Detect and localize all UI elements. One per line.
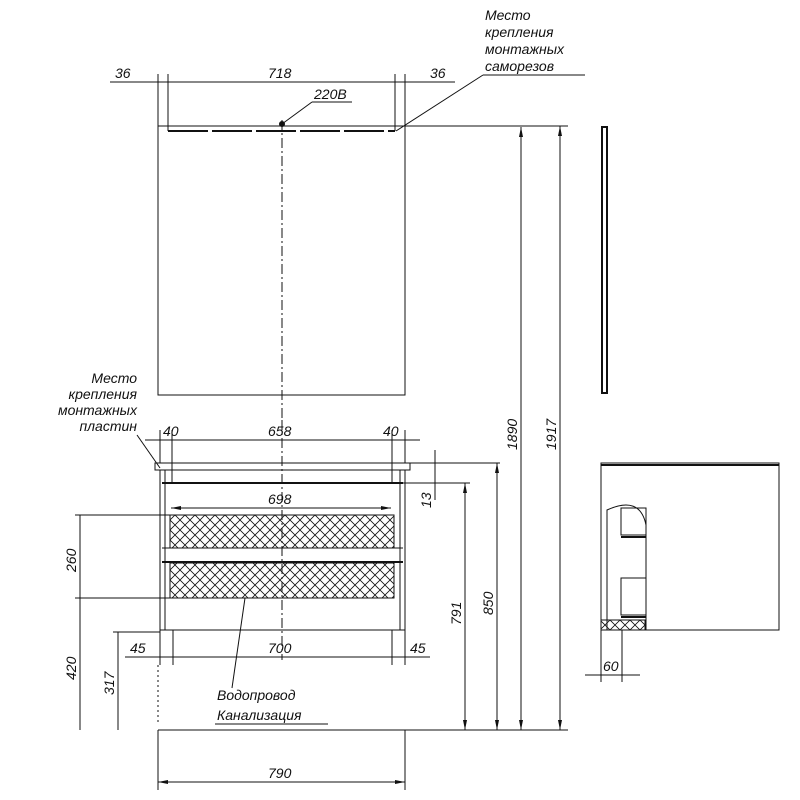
dimension-label: 700 (268, 640, 292, 656)
dimension-label: монтажных (58, 402, 138, 418)
dimension-label: 13 (418, 492, 434, 508)
dimension-label: Место (485, 7, 531, 23)
dimension-label: 698 (268, 491, 292, 507)
dimension-label: 317 (101, 670, 117, 695)
dimension-label: 1890 (504, 419, 520, 450)
dimension-label: 40 (383, 423, 399, 439)
height-dims: 1890 1917 791 850 13 (158, 125, 568, 731)
dimension-label: 658 (268, 423, 292, 439)
mirror-front: 220В (157, 86, 406, 420)
dimension-label: 1917 (543, 418, 559, 450)
plumbing-note: Водопровод Канализация (215, 597, 328, 725)
dimension-label: 791 (448, 602, 464, 625)
dimension-label: 45 (130, 640, 146, 656)
dimension-label: 45 (410, 640, 426, 656)
dimension-label: 260 (63, 548, 79, 573)
plate-dims: 40 658 40 698 (145, 423, 420, 510)
dimension-label: 60 (603, 658, 619, 674)
dimension-label: 790 (268, 765, 292, 781)
dimension-label: крепления (68, 386, 137, 402)
dimension-label: 850 (480, 591, 496, 615)
cabinet-front (154, 420, 411, 660)
left-dims: 260 420 317 45 700 45 (63, 514, 430, 730)
dimension-label: 36 (430, 65, 446, 81)
dimension-label: монтажных (485, 41, 565, 57)
mirror-mount-note: Место крепления монтажных саморезов (395, 7, 585, 132)
dimension-label: саморезов (485, 58, 554, 74)
dimension-label: 36 (115, 65, 131, 81)
mirror-width-dims: 36 718 36 (110, 65, 455, 131)
dimension-label: 718 (268, 65, 292, 81)
dimension-label: пластин (79, 418, 137, 434)
plate-mount-note: Место крепления монтажных пластин (58, 370, 161, 469)
dimension-label: Водопровод (217, 687, 296, 703)
dimension-label: 420 (63, 656, 79, 680)
dimension-label: Канализация (217, 707, 302, 723)
cabinet-side: 60 (585, 462, 780, 682)
mirror-side (601, 126, 608, 394)
dimension-label: Место (91, 370, 137, 386)
power-label: 220В (313, 86, 347, 102)
dimension-label: крепления (485, 24, 554, 40)
dimension-label: 40 (163, 423, 179, 439)
width-dim: 790 (157, 730, 406, 790)
